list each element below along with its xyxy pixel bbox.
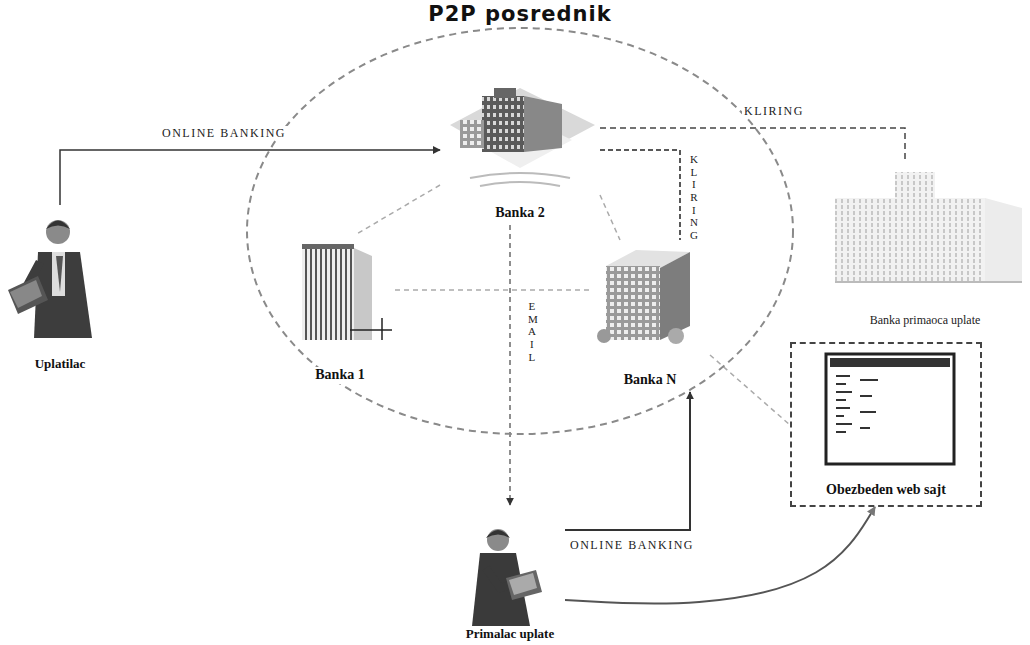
bank-1-building-part (302, 244, 354, 249)
region-heading: P2P posrednik (425, 2, 614, 26)
bank-2-building-part (482, 96, 524, 152)
bank-1-building-part (302, 248, 354, 340)
payee-figure-part (487, 529, 509, 551)
website-screen-part-part (836, 375, 850, 377)
payer-figure-part (46, 220, 70, 244)
bank-node: Banka 2 (440, 80, 600, 225)
connector-label: KLIRING (742, 104, 806, 118)
website-screen-part-part (860, 411, 876, 413)
region-outline (247, 28, 793, 434)
website-screen (826, 354, 954, 464)
payer-node: Uplatilac (5, 205, 115, 375)
bank-1-building (302, 244, 392, 340)
node-label: Banka primaoca uplate (867, 313, 984, 327)
connector (509, 225, 510, 505)
recipient-bank-building-part (835, 281, 1022, 283)
website-screen-part (830, 358, 950, 367)
website-screen-part-part (860, 379, 878, 381)
connector-label: ONLINE BANKING (160, 126, 288, 140)
payee-figure-part (509, 573, 537, 595)
bank-2-building-part (470, 173, 570, 186)
bank-2-building-part (524, 96, 562, 152)
connector (600, 128, 905, 160)
bank-2-building (450, 88, 595, 186)
node-label: Banka N (621, 372, 680, 389)
bank-node: Banka N (590, 240, 710, 392)
payer-figure-part (46, 221, 70, 230)
recipient-bank-building-part (985, 198, 1022, 282)
website-screen-part (836, 376, 878, 432)
connector (395, 289, 590, 291)
website-screen-part-part (836, 415, 844, 417)
website-screen-part-part (860, 427, 870, 429)
node-label: Obezbeden web sajt (823, 482, 949, 499)
payee-figure (472, 529, 542, 626)
payer-figure-part (10, 280, 42, 308)
bank-node: Banka 1 (285, 235, 395, 387)
payer-figure-part (52, 252, 65, 296)
payee-figure-part (486, 530, 510, 538)
website-screen-part-part (836, 383, 846, 385)
connector (710, 355, 790, 425)
website-screen-part-part (860, 395, 872, 397)
connector-label: ONLINE BANKING (568, 538, 696, 552)
website-screen-part-part (836, 391, 852, 393)
bank-n-building (597, 250, 690, 344)
recipient-bank-building-part (895, 172, 935, 282)
connector-label: KLIRING (688, 153, 700, 241)
bank-1-building-part (350, 329, 392, 331)
website-screen-part (826, 354, 954, 464)
connector (565, 392, 690, 530)
payer-figure (8, 220, 92, 338)
payer-figure-part (8, 276, 48, 314)
bank-1-building-part (354, 248, 372, 340)
node-label: Uplatilac (32, 356, 89, 372)
p2p-intermediary-region: P2P posrednikBanka 2 Banka 1 Banka N (245, 0, 795, 436)
bank-n-building-part (606, 266, 660, 340)
bank-n-building-part (668, 328, 684, 344)
recipient-bank-building (835, 172, 1022, 282)
node-label: Banka 2 (492, 205, 547, 222)
payee-figure-part (506, 570, 542, 600)
connector (600, 150, 680, 240)
secure-website-box: Obezbeden web sajt (790, 342, 982, 507)
bank-2-building-part (460, 120, 484, 148)
website-screen-part-part (836, 423, 852, 425)
bank-n-building-part (597, 329, 611, 343)
website-screen-part-part (836, 431, 846, 433)
bank-1-building-part (381, 318, 383, 340)
payee-node: Primalac uplate (455, 505, 565, 645)
recipient-bank-node: Banka primaoca uplate (825, 160, 1025, 330)
node-label: Banka 1 (312, 367, 367, 384)
node-label: Primalac uplate (463, 626, 557, 642)
connector (565, 507, 875, 604)
payer-figure-part (56, 256, 63, 292)
connector (600, 195, 620, 240)
website-screen-part-part (836, 407, 850, 409)
website-screen-part-part (836, 399, 846, 401)
connector (355, 185, 440, 235)
bank-2-building-part (494, 88, 516, 98)
bank-n-building-part (660, 252, 690, 340)
connector-label: EMAIL (526, 300, 538, 363)
